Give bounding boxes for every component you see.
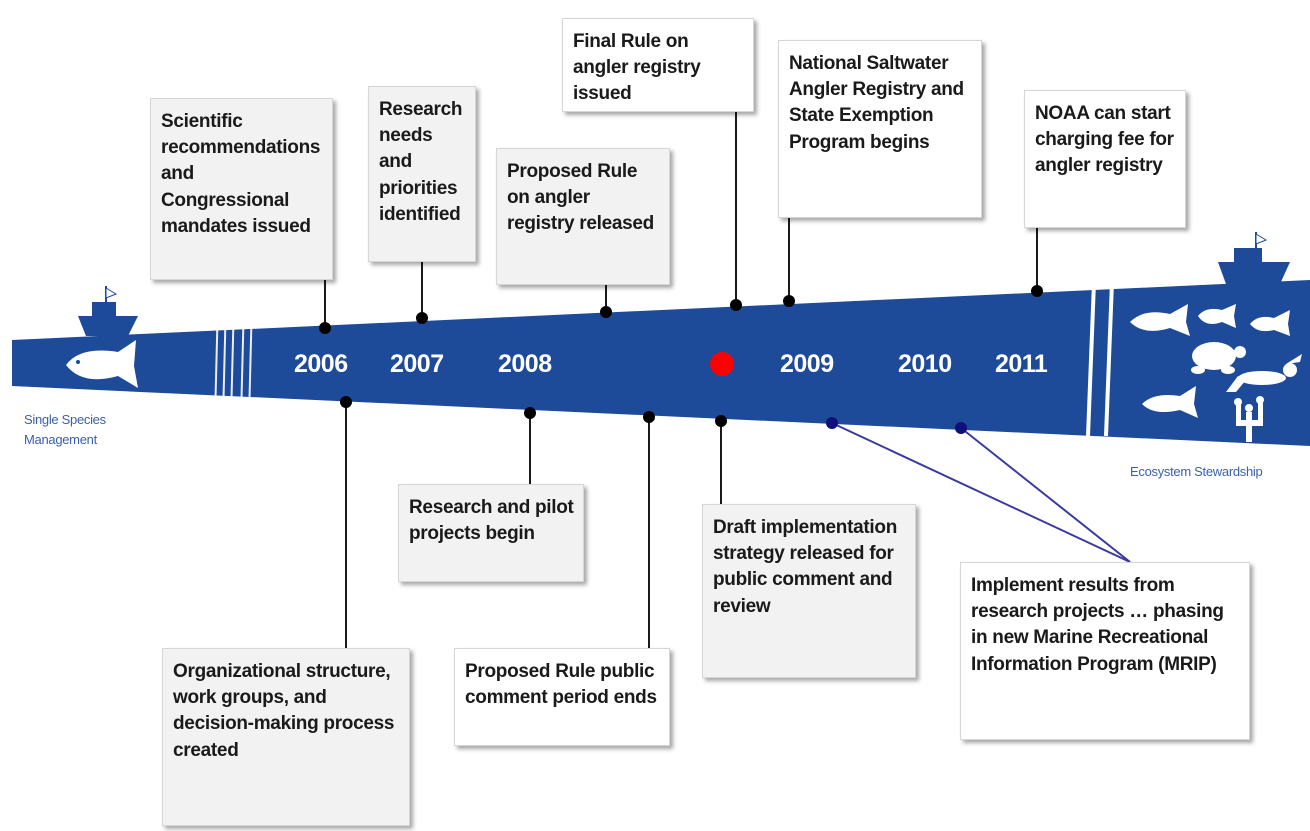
year-label: 2009 [780, 350, 834, 378]
year-label: 2011 [995, 350, 1048, 378]
fish-icon [66, 340, 138, 388]
event-box-below: Implement results from research projects… [960, 562, 1250, 740]
mrip-dots [826, 417, 967, 434]
timeline-band [12, 280, 1310, 446]
event-box-above: Research needs and priorities identified [368, 86, 476, 262]
event-box-above: Scientific recommendations and Congressi… [150, 98, 333, 280]
right-break-marks [1086, 281, 1114, 437]
current-marker [710, 352, 734, 376]
event-box-above: NOAA can start charging fee for angler r… [1024, 90, 1186, 228]
coral-icon [1234, 396, 1264, 442]
event-box-above: National Saltwater Angler Registry and S… [778, 40, 982, 218]
year-label: 2010 [898, 350, 952, 378]
left-caption-line: Single Species [24, 412, 106, 427]
left-break-marks [213, 299, 253, 459]
event-box-below: Proposed Rule public comment period ends [454, 648, 670, 746]
year-label: 2008 [498, 350, 552, 378]
connectors-above [324, 112, 1038, 328]
left-caption: Single Species Management [24, 410, 164, 450]
connectors-below [345, 402, 722, 648]
event-box-above: Proposed Rule on angler registry release… [496, 148, 670, 285]
left-caption-line: Management [24, 432, 97, 448]
event-box-below: Organizational structure, work groups, a… [162, 648, 410, 826]
boat-icon [1218, 232, 1290, 284]
boat-icon [78, 286, 138, 336]
event-box-below: Draft implementation strategy released f… [702, 504, 916, 678]
event-dots [319, 285, 1043, 427]
turtle-icon [1191, 342, 1246, 374]
year-label: 2006 [294, 350, 348, 378]
fish-icon [1130, 304, 1290, 418]
event-box-above: Final Rule on angler registry issued [562, 18, 754, 112]
right-caption: Ecosystem Stewardship [1130, 464, 1263, 479]
connectors-mrip [831, 422, 1131, 563]
event-box-below: Research and pilot projects begin [398, 484, 584, 582]
diver-icon [1226, 354, 1302, 392]
year-label: 2007 [390, 350, 444, 378]
